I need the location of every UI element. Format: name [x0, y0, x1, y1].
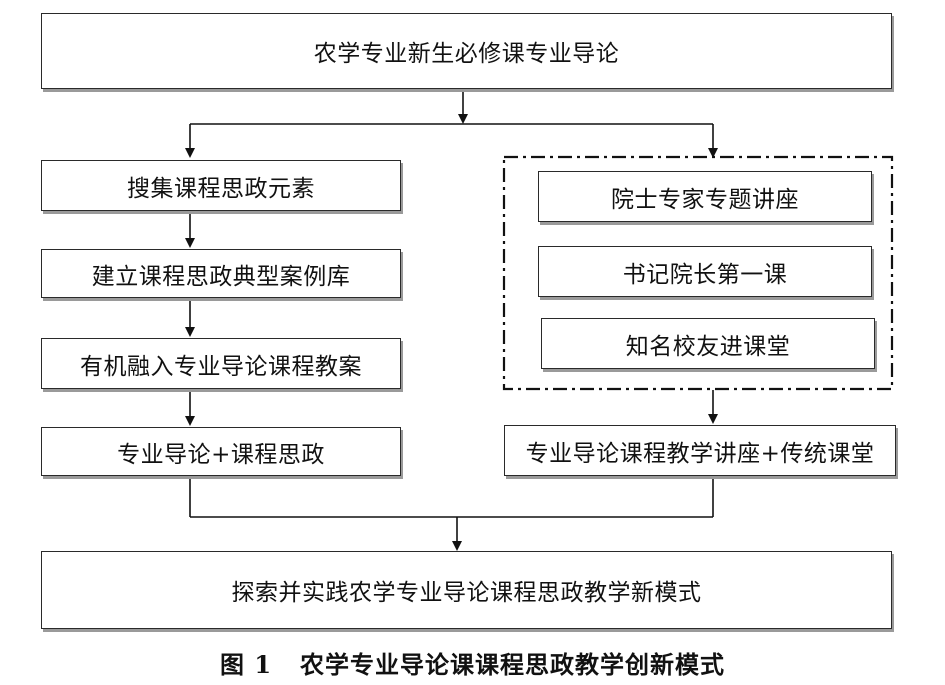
node-collect-elements: 搜集课程思政元素 [41, 160, 401, 211]
node-intro-plus-ideology: 专业导论+课程思政 [41, 427, 401, 476]
node-secretary-dean-lesson: 书记院长第一课 [538, 246, 872, 297]
figure-number: 图 1 [219, 650, 273, 679]
node-case-library-label: 建立课程思政典型案例库 [91, 263, 351, 290]
node-integrate-lesson-plan: 有机融入专业导论课程教案 [41, 338, 401, 389]
node-lecture-plus-traditional-label: 专业导论课程教学讲座+传统课堂 [525, 440, 875, 467]
node-new-teaching-model-label: 探索并实践农学专业导论课程思政教学新模式 [231, 580, 702, 606]
node-lecture-plus-traditional: 专业导论课程教学讲座+传统课堂 [504, 425, 896, 476]
node-alumni-classroom: 知名校友进课堂 [541, 318, 875, 369]
node-top-course-label: 农学专业新生必修课专业导论 [313, 41, 620, 67]
right-group-frame [502, 155, 894, 391]
node-collect-elements-label: 搜集课程思政元素 [127, 175, 315, 202]
node-academician-lecture: 院士专家专题讲座 [538, 171, 872, 222]
node-top-course: 农学专业新生必修课专业导论 [41, 13, 892, 89]
node-alumni-classroom-label: 知名校友进课堂 [625, 333, 791, 360]
node-academician-lecture-label: 院士专家专题讲座 [611, 186, 799, 213]
node-intro-plus-ideology-label: 专业导论+课程思政 [117, 441, 325, 468]
figure-title: 农学专业导论课课程思政教学创新模式 [300, 650, 726, 679]
node-case-library: 建立课程思政典型案例库 [41, 249, 401, 298]
figure-caption: 图 1 农学专业导论课课程思政教学创新模式 [0, 645, 945, 680]
node-new-teaching-model: 探索并实践农学专业导论课程思政教学新模式 [41, 551, 892, 629]
node-integrate-lesson-plan-label: 有机融入专业导论课程教案 [80, 353, 362, 380]
node-secretary-dean-lesson-label: 书记院长第一课 [622, 261, 788, 288]
